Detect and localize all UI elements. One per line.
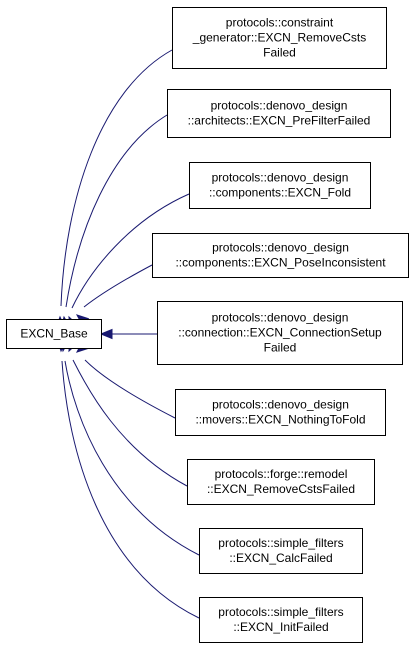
inheritance-edge-n6 [84, 359, 176, 419]
derived-class-node-n1-label-line: Failed [263, 46, 296, 60]
derived-class-node-n3-box [189, 162, 371, 209]
derived-class-node-n1-label-line: protocols::constraint [226, 16, 334, 30]
derived-class-node-n7-label-line: ::EXCN_RemoveCstsFailed [207, 482, 355, 496]
derived-class-node-n6[interactable]: protocols::denovo_design::movers::EXCN_N… [175, 389, 386, 436]
derived-class-node-n2-label-line: ::architects::EXCN_PreFilterFailed [188, 114, 371, 128]
derived-class-node-n3[interactable]: protocols::denovo_design::components::EX… [189, 162, 371, 209]
inheritance-edge-n9 [61, 360, 200, 619]
derived-class-node-n2[interactable]: protocols::denovo_design::architects::EX… [167, 89, 391, 138]
derived-class-node-n3-label-line: protocols::denovo_design [212, 171, 349, 185]
derived-class-node-n9[interactable]: protocols::simple_filters::EXCN_InitFail… [199, 597, 363, 643]
derived-class-node-n4-box [152, 233, 409, 278]
derived-class-node-n5-label-line: Failed [264, 341, 297, 355]
derived-class-node-n7-label-line: protocols::forge::remodel [215, 467, 348, 481]
derived-class-node-n8-label-line: protocols::simple_filters [218, 536, 343, 550]
derived-class-node-n4[interactable]: protocols::denovo_design::components::EX… [152, 233, 409, 278]
derived-class-node-n1-label-line: _generator::EXCN_RemoveCsts [192, 31, 366, 45]
base-class-node-label-line: EXCN_Base [20, 327, 88, 341]
derived-class-node-n4-label-line: ::components::EXCN_PoseInconsistent [175, 256, 386, 270]
inheritance-edge-n8 [64, 360, 200, 556]
derived-class-node-n9-label-line: ::EXCN_InitFailed [233, 620, 328, 634]
derived-class-node-n1-box [172, 7, 387, 69]
derived-class-node-n5[interactable]: protocols::denovo_design::connection::EX… [157, 301, 403, 365]
derived-class-node-n8-label-line: ::EXCN_CalcFailed [229, 551, 332, 565]
nodes-layer: EXCN_Base protocols::constraint_generator… [6, 7, 409, 643]
derived-class-node-n7[interactable]: protocols::forge::remodel::EXCN_RemoveCs… [187, 459, 375, 505]
derived-class-node-n6-box [175, 389, 386, 436]
inheritance-edge-n7 [72, 359, 188, 487]
derived-class-node-n3-label-line: ::components::EXCN_Fold [209, 186, 351, 200]
inheritance-edge-n2 [65, 114, 168, 308]
derived-class-node-n9-box [199, 597, 363, 643]
derived-class-node-n6-label-line: protocols::denovo_design [212, 398, 349, 412]
inheritance-edge-n3 [71, 193, 190, 309]
derived-class-node-n9-label-line: protocols::simple_filters [218, 605, 343, 619]
base-class-node-box [6, 319, 102, 349]
derived-class-node-n5-label-line: ::connection::EXCN_ConnectionSetup [178, 326, 382, 340]
inheritance-edge-n1 [60, 49, 173, 307]
derived-class-node-n8[interactable]: protocols::simple_filters::EXCN_CalcFail… [199, 528, 363, 574]
derived-class-node-n7-box [187, 459, 375, 505]
derived-class-node-n8-box [199, 528, 363, 574]
derived-class-node-n2-box [167, 89, 391, 138]
derived-class-node-n4-label-line: protocols::denovo_design [212, 241, 349, 255]
derived-class-node-n5-box [157, 301, 403, 365]
derived-class-node-n5-label-line: protocols::denovo_design [212, 311, 349, 325]
derived-class-node-n1[interactable]: protocols::constraint_generator::EXCN_Re… [172, 7, 387, 69]
inheritance-edge-n4 [83, 264, 153, 308]
derived-class-node-n6-label-line: ::movers::EXCN_NothingToFold [195, 413, 365, 427]
derived-class-node-n2-label-line: protocols::denovo_design [211, 99, 348, 113]
base-class-node[interactable]: EXCN_Base [6, 319, 102, 349]
inheritance-arrowhead-n5 [99, 328, 113, 340]
